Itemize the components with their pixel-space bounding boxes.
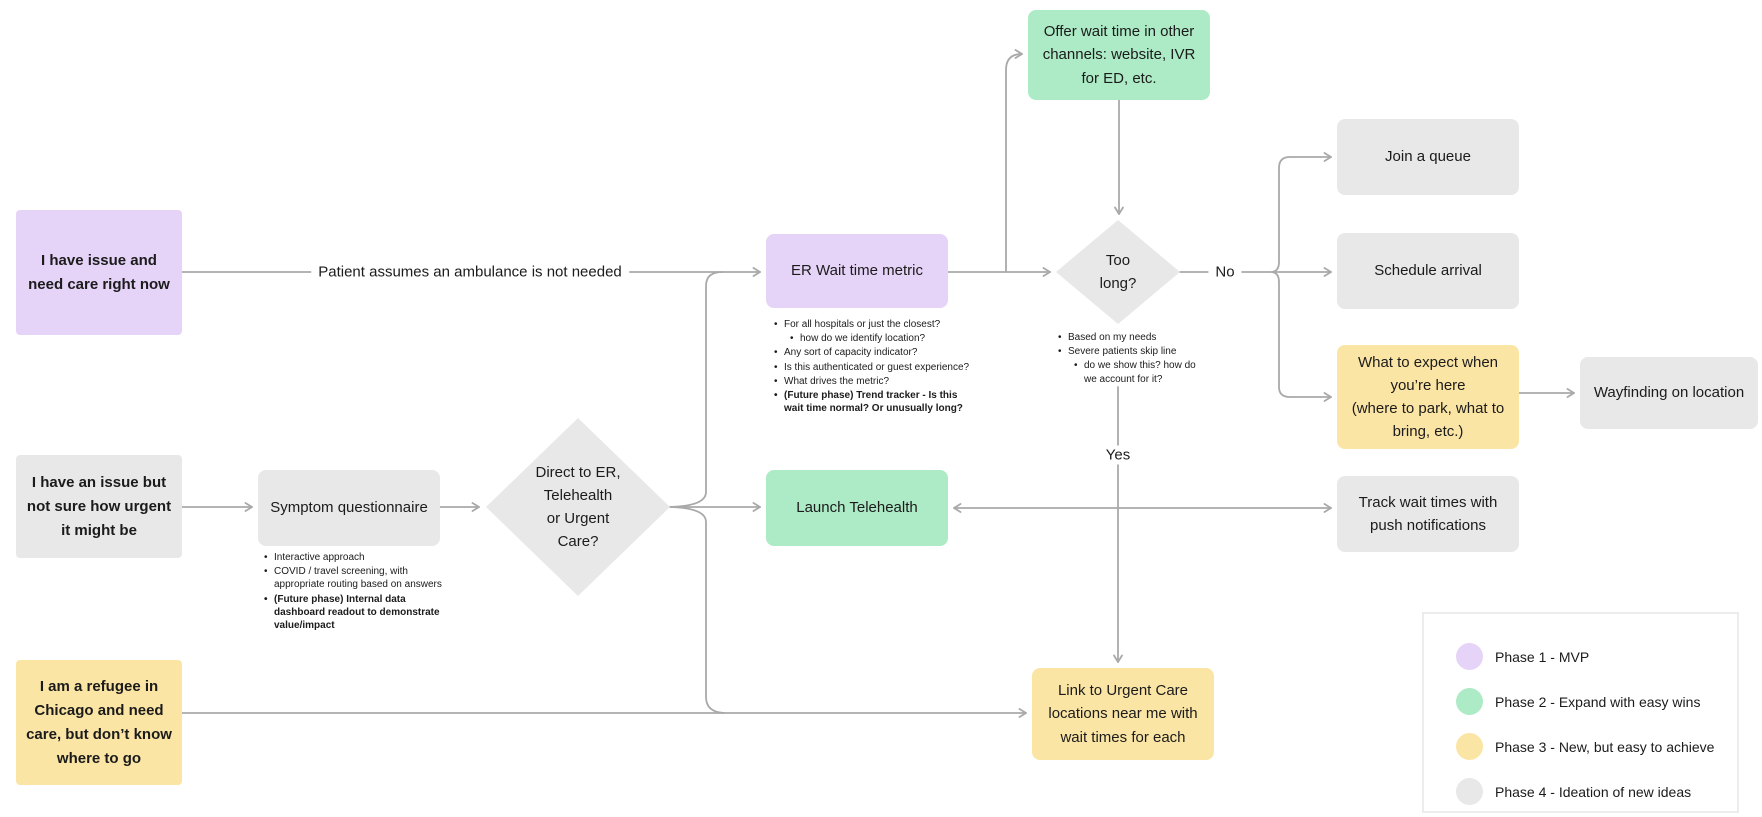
node-schedule-arrival[interactable]: Schedule arrival [1337,233,1519,309]
legend-label: Phase 4 - Ideation of new ideas [1495,783,1692,800]
node-label: Schedule arrival [1374,262,1482,280]
notes-er-metric: •For all hospitals or just the closest?•… [774,319,970,415]
legend-swatch-phase-3 [1456,733,1483,760]
node-label: Too long? [1099,251,1137,292]
decision-too-long[interactable]: Too long? [1056,220,1180,324]
node-symptom-questionnaire[interactable]: Symptom questionnaire [258,470,440,546]
node-label: Launch Telehealth [796,499,918,517]
legend-swatch-phase-4 [1456,778,1483,805]
legend-item-phase-2: Phase 2 - Expand with easy wins [1456,679,1737,724]
node-issue-unsure[interactable]: I have an issue but not sure how urgent … [16,455,182,558]
node-label: ER Wait time metric [791,262,923,280]
node-offer-wait-time-other-channels[interactable]: Offer wait time in other channels: websi… [1028,10,1210,100]
node-issue-now[interactable]: I have issue and need care right now [16,210,182,335]
node-refugee[interactable]: I am a refugee in Chicago and need care,… [16,660,182,785]
node-join-a-queue[interactable]: Join a queue [1337,119,1519,195]
edge-label-ambulance: Patient assumes an ambulance is not need… [311,262,629,282]
node-label: Symptom questionnaire [270,499,428,517]
node-label: I am a refugee in Chicago and need care,… [26,677,172,767]
legend-item-phase-4: Phase 4 - Ideation of new ideas [1456,769,1737,814]
legend-label: Phase 2 - Expand with easy wins [1495,693,1701,710]
node-wayfinding-on-location[interactable]: Wayfinding on location [1580,357,1758,429]
node-label: Track wait times with push notifications [1358,493,1498,534]
node-label: I have issue and need care right now [28,251,170,293]
node-label: I have an issue but not sure how urgent … [26,473,172,539]
edge-label-no: No [1208,262,1242,282]
node-track-wait-times[interactable]: Track wait times with push notifications [1337,476,1519,552]
node-label: Join a queue [1385,148,1471,166]
node-label: Offer wait time in other channels: websi… [1042,23,1196,87]
legend-item-phase-3: Phase 3 - New, but easy to achieve [1456,724,1737,769]
node-label: Direct to ER, Telehealth or Urgent Care? [535,463,621,551]
node-what-to-expect[interactable]: What to expect when you’re here (where t… [1337,345,1519,449]
node-label: What to expect when you’re here (where t… [1351,353,1505,441]
edge-label-yes: Yes [1098,445,1138,465]
decision-direct-to-care[interactable]: Direct to ER, Telehealth or Urgent Care? [486,418,670,596]
legend-label: Phase 1 - MVP [1495,648,1590,665]
legend-item-phase-1: Phase 1 - MVP [1456,634,1737,679]
node-er-wait-time-metric[interactable]: ER Wait time metric [766,234,948,308]
legend-swatch-phase-1 [1456,643,1483,670]
legend-swatch-phase-2 [1456,688,1483,715]
node-label: Wayfinding on location [1593,384,1745,402]
node-label: Link to Urgent Care locations near me wi… [1048,682,1198,746]
node-link-urgent-care[interactable]: Link to Urgent Care locations near me wi… [1032,668,1214,760]
notes-symptom-questionnaire: •Interactive approach•COVID / travel scr… [264,552,442,631]
legend: Phase 1 - MVP Phase 2 - Expand with easy… [1422,612,1739,813]
node-launch-telehealth[interactable]: Launch Telehealth [766,470,948,546]
notes-too-long: •Based on my needs•Severe patients skip … [1058,332,1196,385]
legend-label: Phase 3 - New, but easy to achieve [1495,738,1715,755]
